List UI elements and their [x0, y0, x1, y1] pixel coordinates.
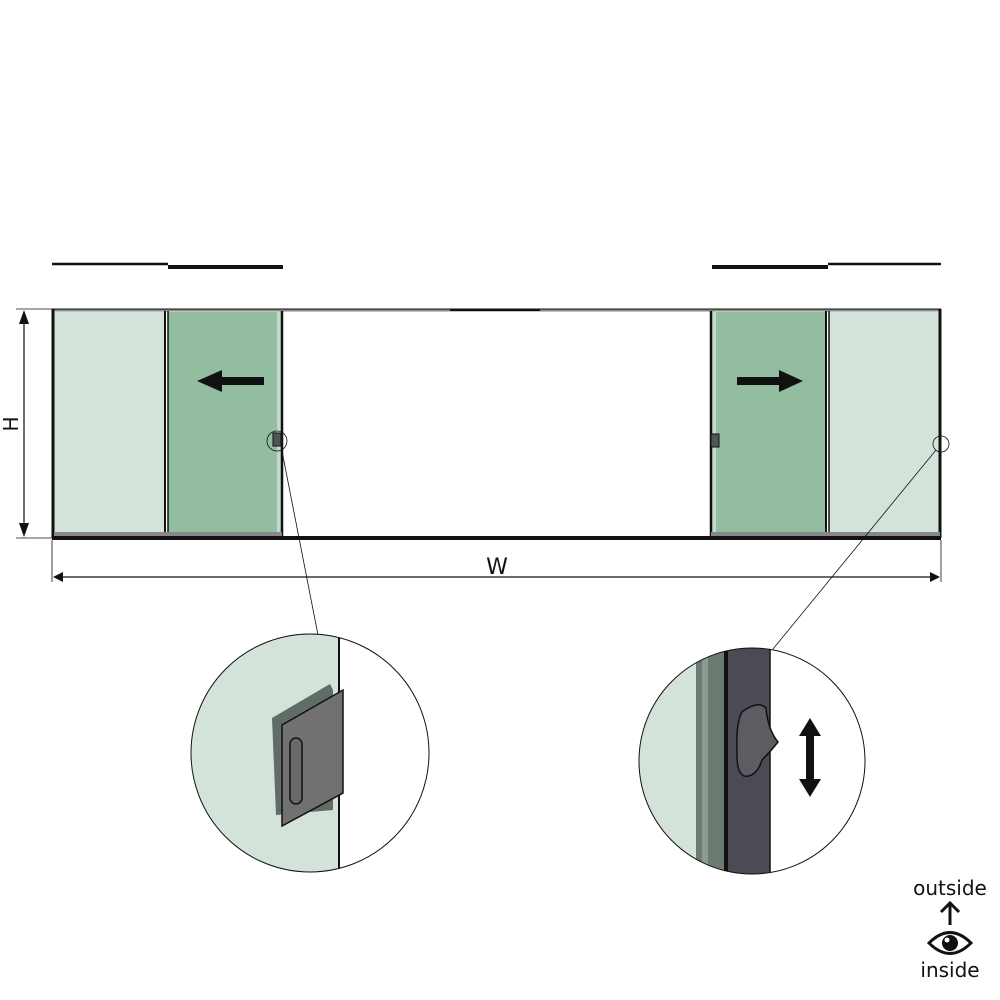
lock-marker-right [932, 435, 950, 453]
detail-handle-left [190, 633, 430, 873]
height-label: H [0, 416, 23, 431]
dimension-height: H [0, 308, 52, 539]
lock-lever-icon [736, 704, 779, 777]
handle-marker-right [710, 433, 720, 448]
track-plan-right [712, 262, 941, 269]
fixed-panel-left [54, 312, 165, 534]
handle-marker-left [266, 430, 288, 452]
arrow-up-icon [939, 900, 961, 925]
arrow-left-icon [197, 370, 264, 392]
arrow-right-icon [737, 370, 803, 392]
track-plan-left [52, 262, 283, 269]
up-down-arrow-icon [799, 718, 821, 797]
eye-icon [927, 931, 973, 955]
width-label: W [486, 555, 508, 580]
sliding-panel-right [712, 312, 826, 534]
inside-label: inside [920, 958, 980, 982]
sliding-panel-left [168, 312, 280, 534]
fixed-panel-right [829, 312, 939, 534]
outside-label: outside [913, 876, 987, 900]
dimension-width: W [51, 540, 942, 582]
orientation-legend: outside inside [900, 876, 1000, 982]
detail-lock-right [638, 647, 866, 875]
